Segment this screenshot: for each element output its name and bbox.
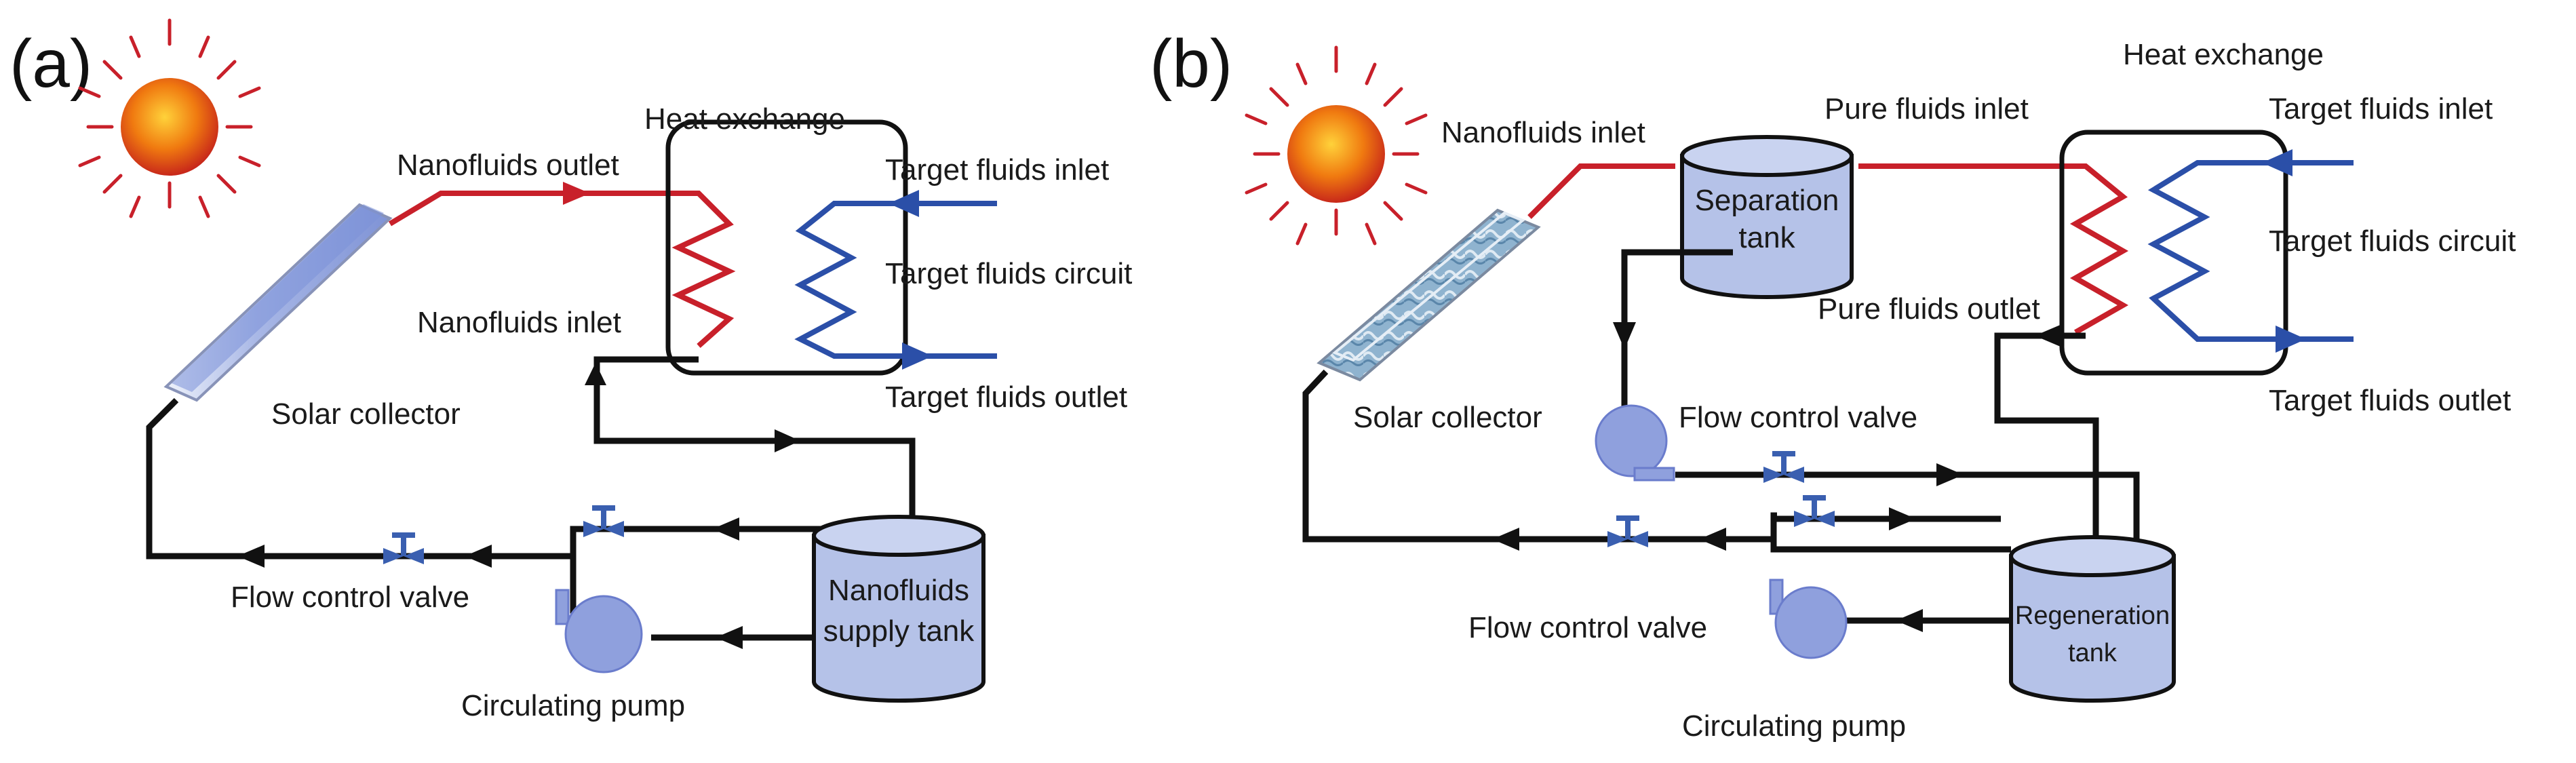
panel-b-label: (b): [1150, 26, 1232, 102]
hot-line-b-1: [1527, 163, 1675, 219]
label-b-pure-inlet: Pure fluids inlet: [1824, 92, 2029, 125]
valve-icon-b3: [1607, 515, 1648, 547]
solar-collector-b: [1316, 208, 1541, 382]
target-circuit-b: [2147, 160, 2354, 342]
label-b-flow-control-valve-bottom: Flow control valve: [1468, 611, 1707, 644]
heat-exchanger-b: [2059, 130, 2288, 376]
target-circuit-a: [794, 201, 997, 359]
arrow-a-target-in: [889, 190, 919, 217]
label-b-nanofluids-inlet: Nanofluids inlet: [1441, 116, 1645, 149]
separation-label-1: Separation: [1695, 184, 1839, 217]
hot-line-b-2: [1858, 163, 2129, 335]
regeneration-tank-b: Regeneration tank: [2009, 535, 2176, 703]
pump-icon-b-top: [1595, 404, 1675, 482]
arrow-b-main-2: [1699, 528, 1726, 551]
sun-icon-b: [1245, 45, 1428, 246]
arrow-a-main-2: [465, 545, 492, 568]
label-b-target-outlet: Target fluids outlet: [2269, 384, 2511, 417]
label-a-heat-exchange: Heat exchange: [644, 102, 845, 136]
main-return-b: [1302, 369, 1774, 543]
pump-icon-b-bottom: [1769, 579, 1848, 659]
valve-icon-a2: [583, 505, 624, 537]
arrow-b-top-1: [1936, 463, 1964, 486]
separation-drain-b: [1621, 249, 1733, 407]
solar-collector-a: [163, 203, 393, 402]
arrow-b-pure-out: [2035, 324, 2062, 347]
label-a-target-circuit: Target fluids circuit: [885, 257, 1132, 290]
separation-label-2: tank: [1738, 221, 1795, 254]
label-a-target-outlet: Target fluids outlet: [885, 380, 1127, 414]
label-a-target-inlet: Target fluids inlet: [885, 153, 1109, 187]
label-b-flow-control-valve-top: Flow control valve: [1679, 401, 1917, 434]
valve-icon-b1: [1763, 451, 1804, 483]
heat-exchanger-a: [665, 119, 908, 376]
tank-a-label-1: Nanofluids: [828, 574, 969, 607]
regeneration-label-2: tank: [2068, 639, 2118, 667]
arrow-b-regen: [1889, 507, 1916, 530]
pure-outlet-b: [1994, 332, 2099, 549]
arrow-b-target-in: [2262, 149, 2292, 176]
valve-icon-b2: [1794, 495, 1835, 527]
label-b-heat-exchange: Heat exchange: [2123, 38, 2324, 71]
label-b-target-circuit: Target fluids circuit: [2269, 224, 2516, 258]
panel-a: (a): [9, 18, 1132, 722]
regen-branch-b: [1770, 515, 2001, 539]
arrow-a-main-1: [237, 545, 265, 568]
supply-tank-a: Nanofluids supply tank: [812, 515, 985, 703]
arrow-a-supply: [712, 517, 739, 541]
arrow-b-pump: [1896, 609, 1923, 632]
arrow-a-outlet: [563, 182, 590, 205]
arrow-b-target-out: [2276, 326, 2306, 353]
regeneration-label-1: Regeneration: [2015, 602, 2170, 630]
separation-tank-b: Separation tank: [1680, 135, 1854, 299]
main-return-a: [146, 397, 577, 560]
circulating-pump-icon-a: [555, 589, 643, 673]
hot-line-a: [388, 191, 736, 348]
arrow-b-main-1: [1492, 528, 1519, 551]
label-a-solar-collector: Solar collector: [271, 397, 461, 431]
label-b-target-inlet: Target fluids inlet: [2269, 92, 2493, 125]
arrow-b-drain: [1613, 322, 1636, 349]
sun-icon: [78, 18, 261, 218]
label-b-pure-outlet: Pure fluids outlet: [1818, 292, 2040, 326]
pump-line-b-top: [1675, 471, 2140, 549]
label-a-circulating-pump: Circulating pump: [461, 689, 685, 722]
label-a-nanofluids-inlet: Nanofluids inlet: [417, 306, 621, 339]
valve-icon-a1: [383, 532, 424, 564]
arrow-a-pump: [716, 626, 743, 649]
label-a-flow-control-valve: Flow control valve: [231, 581, 469, 614]
label-a-nanofluids-outlet: Nanofluids outlet: [397, 149, 619, 182]
panel-b: (b): [1150, 26, 2516, 743]
label-b-solar-collector: Solar collector: [1353, 401, 1542, 434]
arrow-a-return-top: [775, 429, 800, 452]
label-b-circulating-pump: Circulating pump: [1682, 709, 1906, 743]
tank-a-label-2: supply tank: [823, 614, 975, 648]
arrow-a-inlet: [585, 363, 606, 385]
panel-a-label: (a): [9, 26, 92, 102]
return-line-a-top: [593, 356, 916, 522]
arrow-a-target-out: [902, 343, 933, 370]
